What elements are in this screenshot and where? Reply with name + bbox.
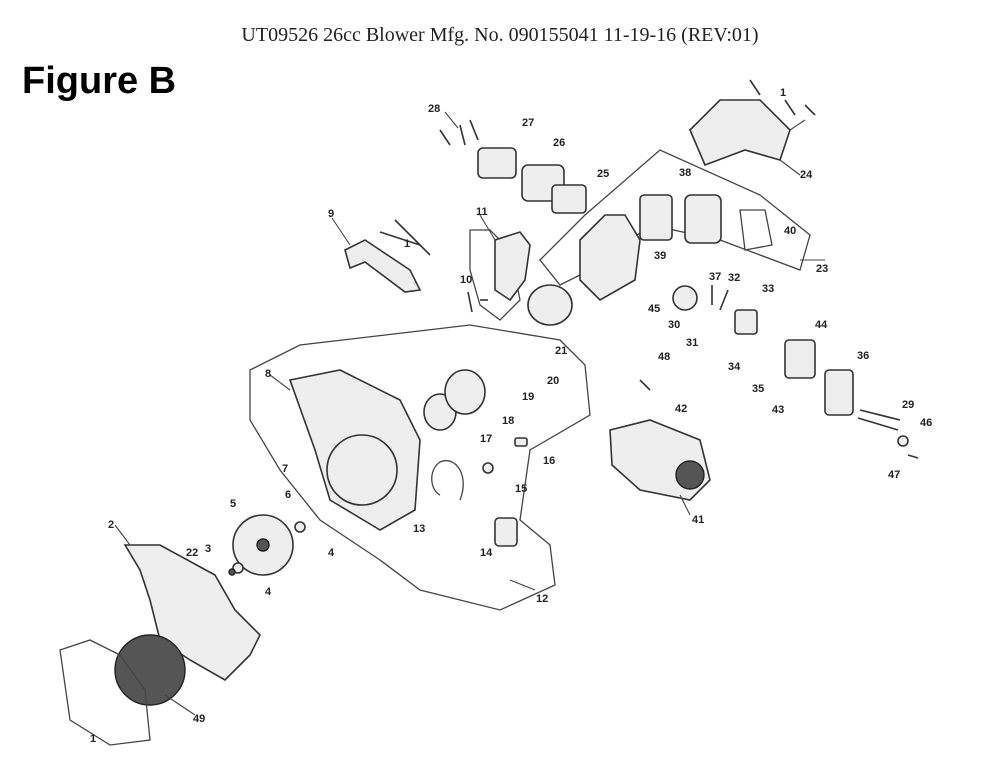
callout-24: 24 (800, 169, 813, 181)
callout-36: 36 (857, 350, 869, 362)
starter-handle (494, 517, 518, 547)
callout-47: 47 (888, 469, 900, 481)
callout-42: 42 (675, 403, 687, 415)
callout-33: 33 (762, 283, 774, 295)
callout-19: 19 (522, 391, 534, 403)
callout-18: 18 (502, 415, 514, 427)
callout-35: 35 (752, 383, 764, 395)
callout-22: 22 (186, 547, 198, 559)
callout-43: 43 (772, 404, 784, 416)
callout-26: 26 (553, 137, 565, 149)
callout-49: 49 (193, 713, 205, 725)
air-filter-cover (477, 147, 517, 179)
callout-46: 46 (920, 417, 932, 429)
callout-41: 41 (692, 514, 704, 526)
callout-3: 3 (205, 543, 211, 555)
tube-group-outline (469, 229, 521, 321)
callout-11: 11 (476, 206, 488, 218)
callout-13: 13 (413, 523, 425, 535)
callout-48: 48 (658, 351, 670, 363)
fuel-tank (494, 231, 531, 302)
callout-8: 8 (265, 368, 271, 380)
carb-spacer (734, 309, 758, 335)
flywheel (527, 284, 573, 326)
blower-housing (123, 544, 261, 681)
handle (344, 239, 422, 293)
air-filter-base (551, 184, 587, 214)
housing-group-outline (249, 324, 591, 611)
engine-block (579, 214, 641, 301)
callout-39: 39 (654, 250, 666, 262)
callout-31: 31 (686, 337, 698, 349)
callout-4: 4 (328, 547, 335, 559)
starter-spring (444, 369, 486, 415)
throttle-assembly (824, 369, 854, 416)
callout-30: 30 (668, 319, 680, 331)
callout-44: 44 (815, 319, 828, 331)
figure-title: Figure B (22, 60, 177, 102)
callout-20: 20 (547, 375, 559, 387)
callout-37: 37 (709, 271, 721, 283)
callout-25: 25 (597, 168, 609, 180)
callout-7: 7 (282, 463, 288, 475)
carburetor (672, 285, 698, 311)
callout-27: 27 (522, 117, 534, 129)
callout-1: 1 (780, 87, 786, 99)
ignition-module (784, 339, 816, 379)
starter-rope (431, 459, 464, 501)
diagram-header: UT09526 26cc Blower Mfg. No. 090155041 1… (241, 24, 759, 46)
callout-5: 5 (230, 498, 236, 510)
callout-40: 40 (784, 225, 796, 237)
callout-1: 1 (404, 238, 410, 250)
callout-32: 32 (728, 272, 740, 284)
muffler-gasket (639, 194, 673, 241)
callout-21: 21 (555, 345, 567, 357)
callout-14: 14 (480, 547, 493, 559)
muffler (684, 194, 722, 244)
callout-16: 16 (543, 455, 555, 467)
callout-12: 12 (536, 593, 548, 605)
callout-34: 34 (728, 361, 741, 373)
callout-10: 10 (460, 274, 472, 286)
callout-1: 1 (90, 733, 96, 745)
callout-4: 4 (265, 586, 272, 598)
callout-17: 17 (480, 433, 492, 445)
engine-shroud (689, 99, 791, 167)
callout-29: 29 (902, 399, 914, 411)
callout-6: 6 (285, 489, 291, 501)
intake-screen (114, 634, 186, 706)
callout-23: 23 (816, 263, 828, 275)
callout-38: 38 (679, 167, 691, 179)
callout-9: 9 (328, 208, 334, 220)
callout-28: 28 (428, 103, 440, 115)
callout-2: 2 (108, 519, 114, 531)
callout-45: 45 (648, 303, 660, 315)
callout-15: 15 (515, 483, 527, 495)
